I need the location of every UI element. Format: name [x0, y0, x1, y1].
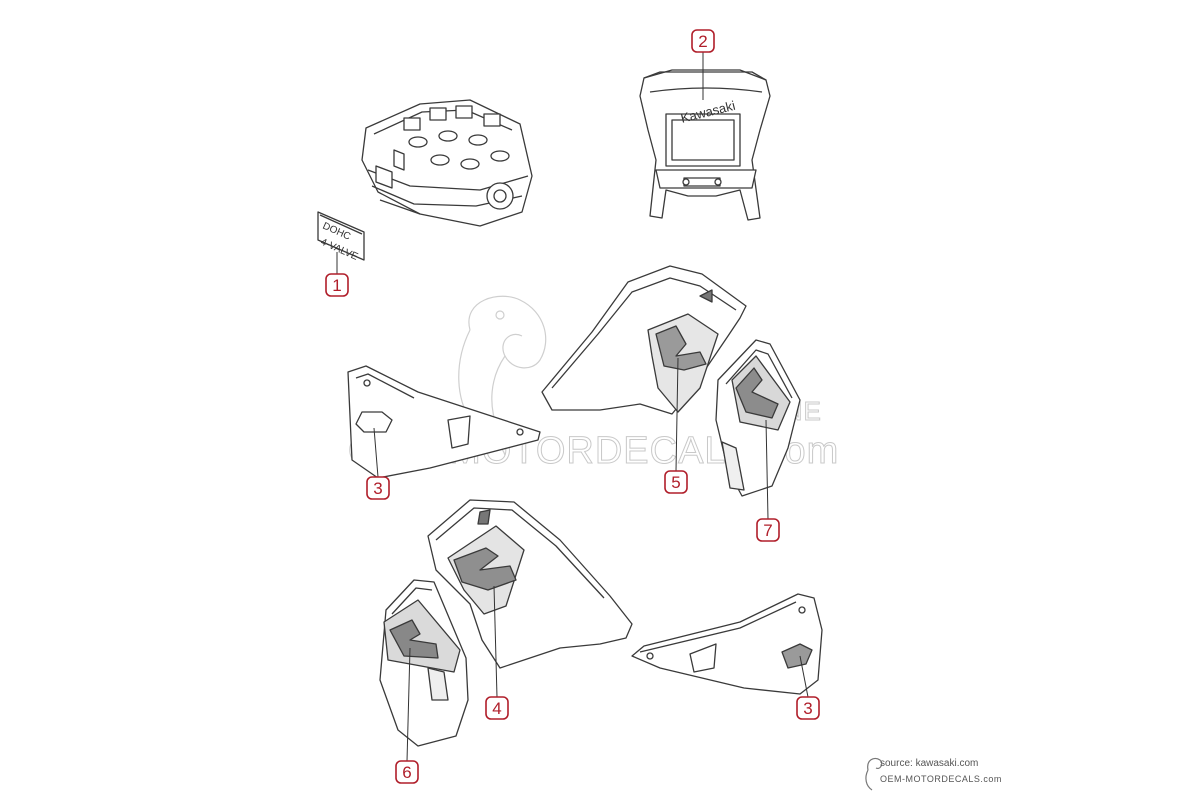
dohc-4-valve-decal [317, 211, 365, 261]
callout-3-left: 3 [366, 476, 390, 500]
callout-1-number: 1 [332, 276, 341, 295]
callout-4: 4 [485, 696, 509, 720]
tank-shroud-right [541, 265, 747, 415]
cylinder-head [361, 99, 533, 227]
callout-2: 2 [691, 29, 715, 53]
callout-4-number: 4 [492, 699, 501, 718]
tank-shroud-left [427, 499, 633, 669]
callout-3-right-number: 3 [803, 699, 812, 718]
callout-1: 1 [325, 273, 349, 297]
callout-3-right: 3 [796, 696, 820, 720]
front-panel-left [379, 579, 469, 747]
callout-5-number: 5 [671, 473, 680, 492]
credit-source-text: source: kawasaki.com [880, 758, 979, 769]
callout-7: 7 [756, 518, 780, 542]
front-panel-right [715, 339, 801, 497]
side-cover-left [347, 365, 541, 479]
credit-logo-icon [865, 757, 883, 791]
callout-6-number: 6 [402, 763, 411, 782]
callout-7-number: 7 [763, 521, 772, 540]
callout-2-number: 2 [698, 32, 707, 51]
side-cover-right [631, 593, 823, 695]
callout-6: 6 [395, 760, 419, 784]
callout-3-left-number: 3 [373, 479, 382, 498]
headlight-fairing [639, 69, 771, 221]
callout-5: 5 [664, 470, 688, 494]
credit-site-text: OEM-MOTORDECALS.com [880, 774, 1002, 784]
leader-lines [336, 52, 809, 762]
